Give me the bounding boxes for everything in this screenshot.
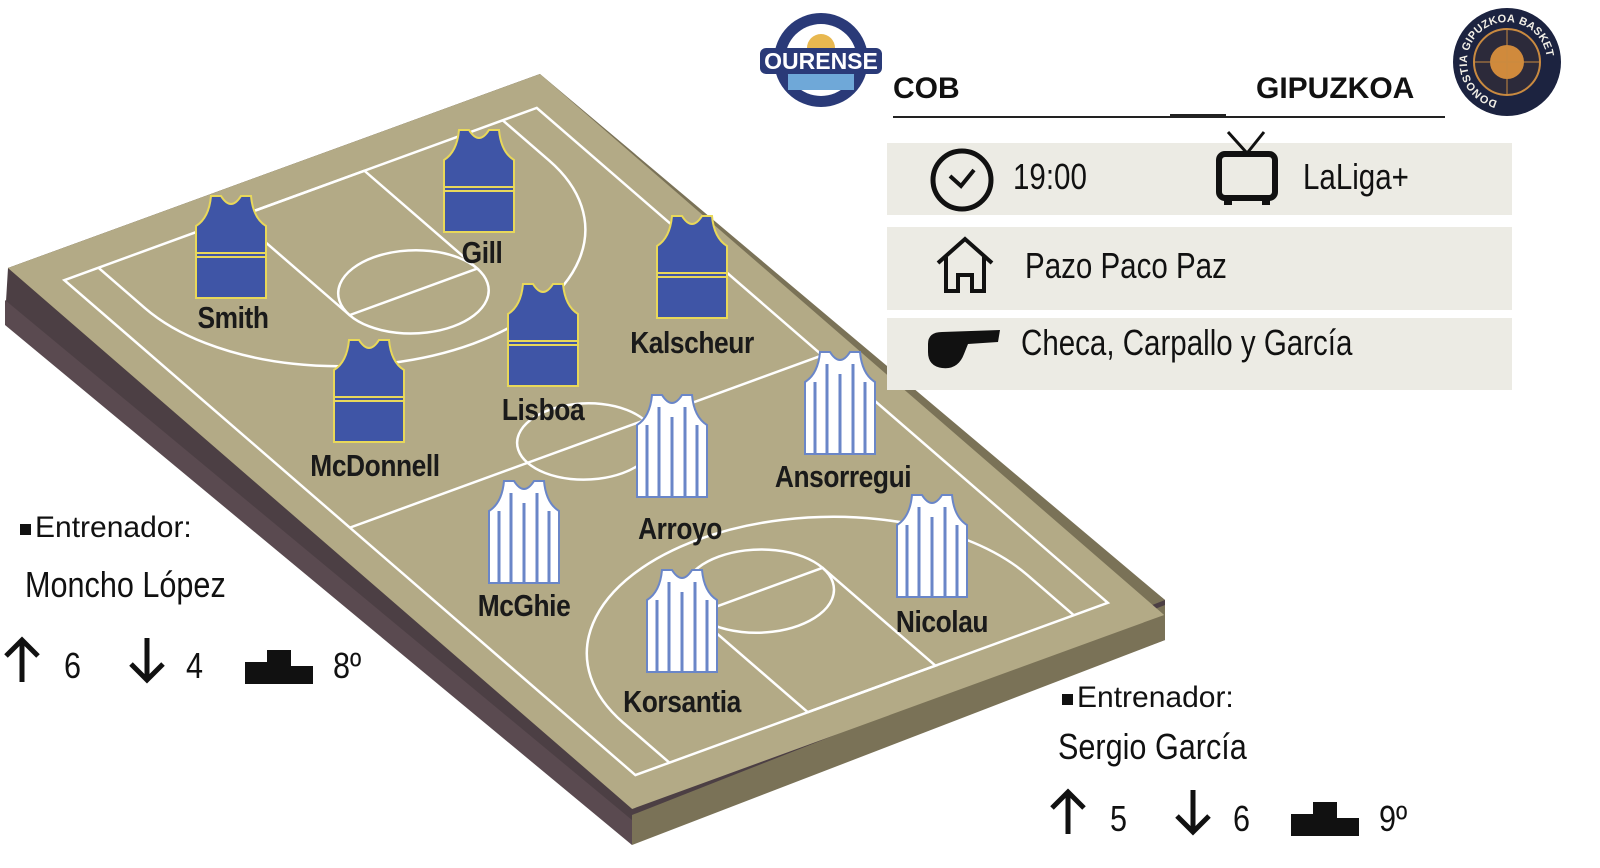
away-team-name: GIPUZKOA [1256,72,1415,105]
away-coach-label: Entrenador: [1062,681,1234,715]
gipuzkoa-logo: DONOSTIA GIPUZKOA BASKET [1453,8,1561,116]
tv-channel: LaLiga+ [1303,156,1409,197]
away-wins: 5 [1110,798,1128,839]
player-name: Arroyo [638,511,722,546]
home-team-name: COB [893,72,960,105]
header-divider [893,116,1445,118]
referees: Checa, Carpallo y García [1021,322,1353,363]
player-name: Kalscheur [630,325,754,360]
ourense-logo: OURENSE [760,13,882,107]
clock-icon [930,148,994,212]
player-name: Ansorregui [774,459,912,494]
away-position: 9º [1379,798,1408,839]
home-wins: 6 [64,645,82,686]
player-name: Korsantia [623,684,741,719]
player-name: Nicolau [895,604,989,639]
home-coach-label: Entrenador: [20,511,192,545]
whistle-icon [928,330,1000,369]
losses-arrow-down-icon [1175,790,1211,836]
player-name: McDonnell [310,448,440,483]
away-losses: 6 [1233,798,1251,839]
player-name: McGhie [477,588,571,623]
podium-icon [1291,802,1359,836]
home-position: 8º [333,645,362,686]
player-name: Smith [197,300,269,335]
player-name: Lisboa [501,392,585,427]
wins-arrow-up-icon [1050,788,1086,834]
venue-row [887,227,1512,310]
match-time: 19:00 [1013,156,1087,197]
podium-icon [245,650,313,684]
header-divider-mark [1170,114,1226,118]
home-icon [936,236,994,293]
losses-arrow-down-icon [129,638,165,684]
referees-row [887,318,1512,390]
player-name: Gill [461,235,503,270]
away-coach: Sergio García [1058,726,1247,767]
home-losses: 4 [186,645,204,686]
tv-icon [1216,130,1278,205]
venue: Pazo Paco Paz [1025,245,1227,286]
home-coach: Moncho López [25,564,226,605]
ourense-logo-text: OURENSE [764,48,878,74]
wins-arrow-up-icon [4,636,40,682]
